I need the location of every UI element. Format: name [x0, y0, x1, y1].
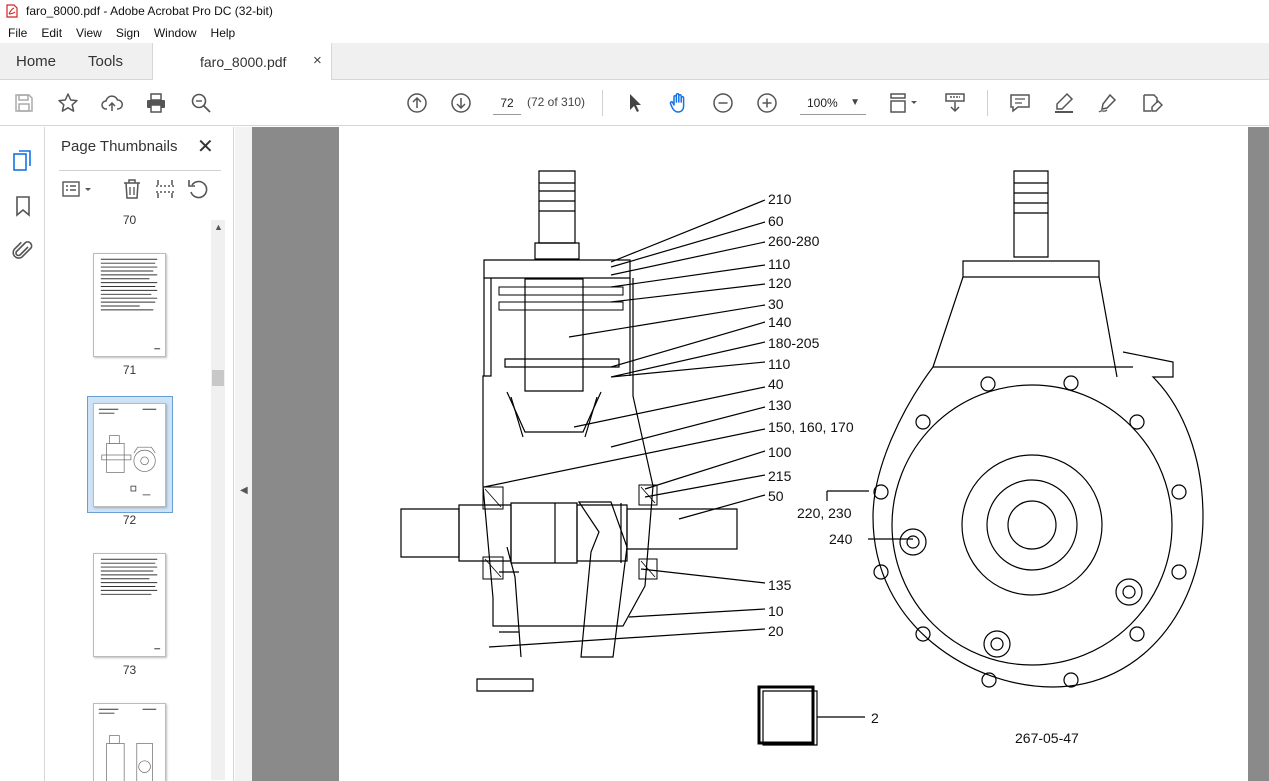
scrollbar-thumb[interactable]: [212, 370, 224, 386]
page-count: (72 of 310): [527, 95, 586, 109]
menu-window[interactable]: Window: [153, 25, 197, 40]
callout-label: 260-280: [768, 233, 820, 249]
tab-document[interactable]: faro_8000.pdf ×: [152, 43, 332, 80]
side-callout-label: 240: [829, 531, 853, 547]
divider: [59, 170, 221, 171]
callout-label: 210: [768, 191, 792, 207]
chevron-down-icon: ▼: [850, 97, 860, 108]
callout-label: 30: [768, 296, 784, 312]
callout-label: 100: [768, 444, 792, 460]
window-title: faro_8000.pdf - Adobe Acrobat Pro DC (32…: [26, 4, 273, 18]
side-callout-label: 220, 230: [797, 505, 852, 521]
draw-signature-icon[interactable]: [1096, 91, 1120, 115]
tab-home[interactable]: Home: [16, 53, 57, 70]
page-thumbnails-panel: Page Thumbnails ✕ ▲ 70 71: [45, 127, 234, 781]
gearbox-technical-drawing: [400, 170, 1204, 746]
callout-label: 60: [768, 213, 784, 229]
close-panel-icon[interactable]: ✕: [197, 136, 214, 158]
menu-edit[interactable]: Edit: [41, 25, 63, 40]
callout-label: 140: [768, 314, 792, 330]
page-thumbnail[interactable]: [93, 253, 166, 357]
thumbnail-label: 73: [122, 663, 137, 677]
thumbnail-label: 70: [122, 213, 137, 227]
delete-page-icon[interactable]: [120, 177, 144, 201]
page-thumbnails-icon[interactable]: [11, 149, 35, 173]
toolbar-divider: [602, 90, 603, 116]
callout-label: 150, 160, 170: [768, 419, 854, 435]
callout-label: 110: [768, 256, 791, 272]
left-navigation-rail: [0, 127, 45, 781]
tab-bar: Home Tools faro_8000.pdf ×: [0, 43, 1269, 80]
panel-title: Page Thumbnails: [61, 138, 178, 155]
callout-label: 50: [768, 488, 784, 504]
select-cursor-icon[interactable]: [623, 91, 647, 115]
callout-label: 110: [768, 356, 791, 372]
scroll-up-icon[interactable]: ▲: [214, 222, 223, 232]
page-thumbnail-selected[interactable]: [93, 403, 166, 507]
callout-label: 120: [768, 275, 792, 291]
drawing-number: 267-05-47: [1015, 730, 1079, 746]
thumbnail-label: 72: [122, 513, 137, 527]
zoom-search-icon[interactable]: [189, 91, 213, 115]
previous-page-icon[interactable]: [405, 91, 429, 115]
callout-label: 40: [768, 376, 784, 392]
page-thumbnail[interactable]: [93, 553, 166, 657]
callout-label: 135: [768, 577, 792, 593]
options-menu-icon[interactable]: [61, 177, 95, 201]
hand-tool-icon[interactable]: [667, 91, 691, 115]
page-thumbnail[interactable]: [93, 703, 166, 781]
star-icon[interactable]: [56, 91, 80, 115]
acrobat-app-icon: [6, 4, 18, 18]
print-icon[interactable]: [144, 91, 168, 115]
next-page-icon[interactable]: [449, 91, 473, 115]
callout-label: 180-205: [768, 335, 820, 351]
thumbnail-label: 71: [122, 363, 137, 377]
toolbar-divider: [987, 90, 988, 116]
close-tab-icon[interactable]: ×: [313, 52, 322, 69]
panel-collapse-handle[interactable]: ◀: [235, 127, 252, 781]
title-bar: faro_8000.pdf - Adobe Acrobat Pro DC (32…: [0, 0, 1269, 22]
scrolling-mode-icon[interactable]: [943, 91, 967, 115]
page-display-icon[interactable]: [888, 91, 922, 115]
tab-tools[interactable]: Tools: [88, 53, 124, 70]
collapse-left-icon: ◀: [240, 485, 248, 496]
callout-label: 10: [768, 603, 784, 619]
menu-view[interactable]: View: [76, 25, 102, 40]
page-number-input[interactable]: 72: [493, 91, 521, 115]
callout-label: 215: [768, 468, 792, 484]
menu-file[interactable]: File: [8, 25, 28, 40]
upload-cloud-icon[interactable]: [100, 91, 124, 115]
bookmark-icon[interactable]: [11, 194, 35, 218]
callout-label: 130: [768, 397, 792, 413]
rotate-icon[interactable]: [186, 177, 210, 201]
highlight-pen-icon[interactable]: [1052, 91, 1076, 115]
extract-pages-icon[interactable]: [153, 177, 177, 201]
menu-help[interactable]: Help: [210, 25, 236, 40]
document-viewer[interactable]: 210 60 260-280 110 120 30 140 180-205 11…: [252, 127, 1269, 781]
menu-sign[interactable]: Sign: [115, 25, 140, 40]
comment-icon[interactable]: [1008, 91, 1032, 115]
toolbar: 72 (72 of 310) 100% ▼: [0, 80, 1269, 126]
callout-label: 20: [768, 623, 784, 639]
legend-number: 2: [871, 710, 879, 726]
zoom-in-icon[interactable]: [755, 91, 779, 115]
zoom-level-select[interactable]: 100% ▼: [800, 91, 866, 115]
zoom-out-icon[interactable]: [711, 91, 735, 115]
attachment-icon[interactable]: [11, 239, 35, 263]
fill-sign-icon[interactable]: [1140, 91, 1164, 115]
save-icon[interactable]: [12, 91, 36, 115]
pdf-page: 210 60 260-280 110 120 30 140 180-205 11…: [339, 127, 1248, 781]
zoom-value: 100%: [807, 96, 838, 110]
menu-bar: File Edit View Sign Window Help: [0, 22, 1269, 43]
document-tab-label: faro_8000.pdf: [200, 54, 287, 70]
thumbnails-scrollbar[interactable]: ▲: [211, 220, 225, 780]
